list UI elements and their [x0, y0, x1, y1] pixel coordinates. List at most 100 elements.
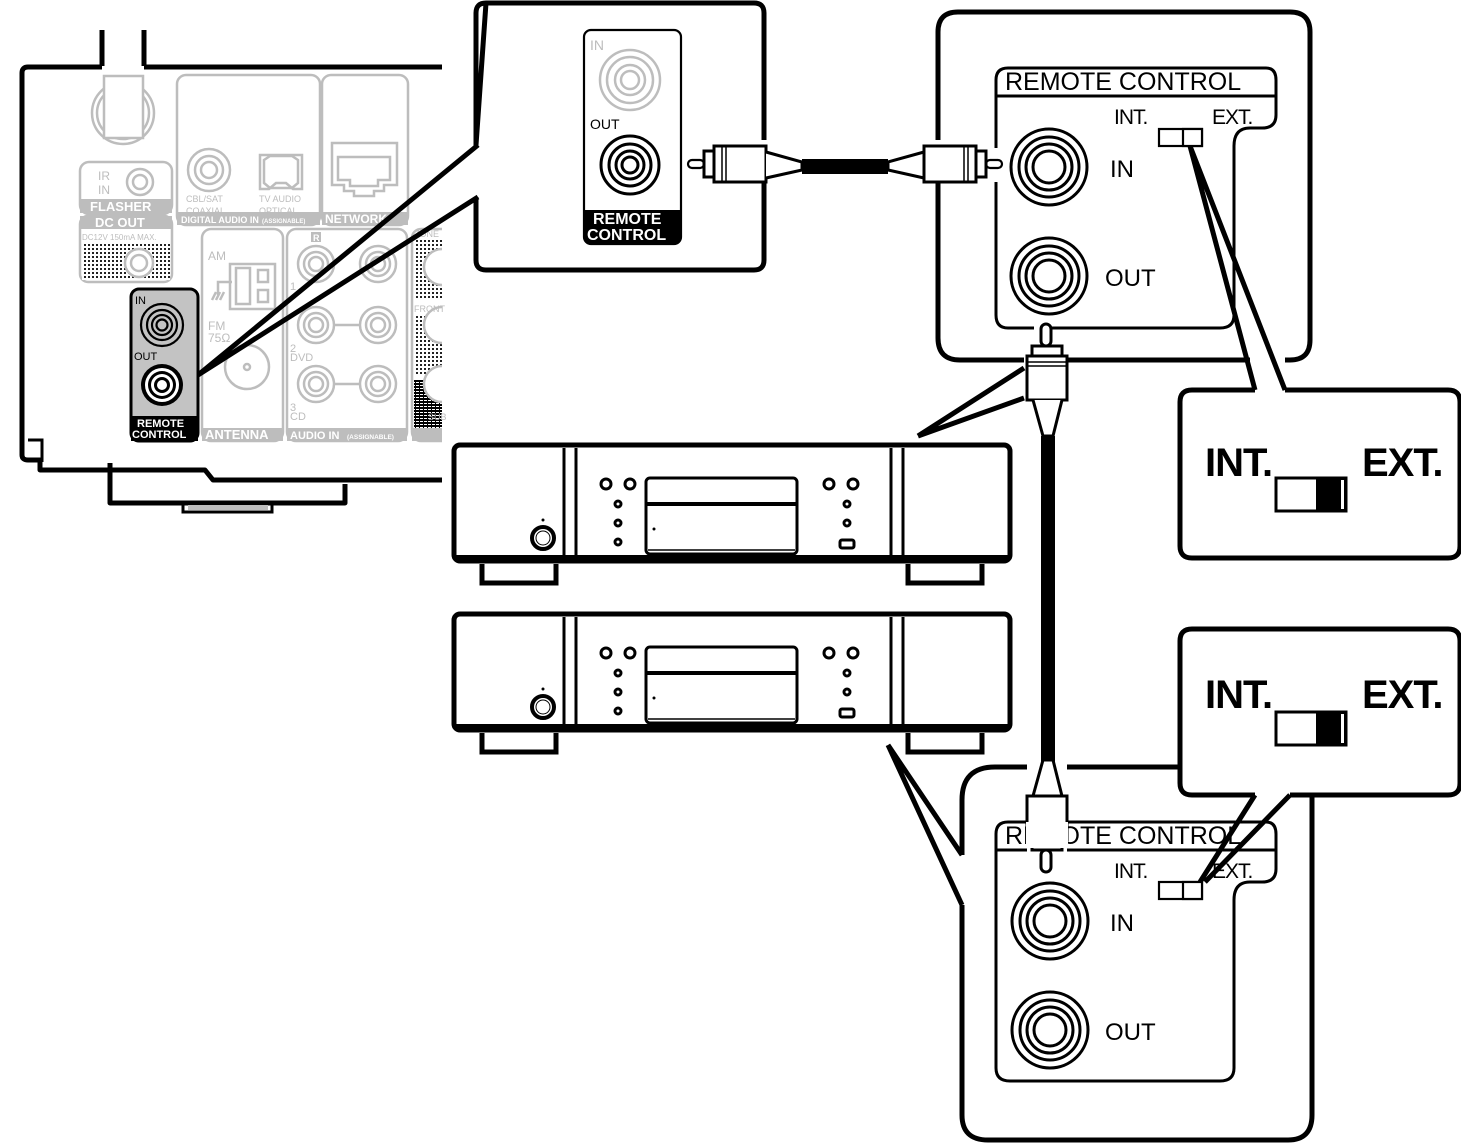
audio-in1-label: 1: [290, 281, 296, 293]
rca-cable-component1-to-component2: [1025, 322, 1069, 874]
device-display: [644, 645, 799, 725]
opt-type-label: OPTICAL: [259, 206, 298, 216]
rca-cable-receiver-to-component1: [686, 144, 1004, 184]
device-display: [644, 476, 799, 556]
ir-in-label: IN: [98, 183, 110, 197]
device-button: [822, 477, 836, 491]
component1-ext-label: EXT.: [1212, 106, 1252, 129]
device-button: [842, 499, 852, 509]
switch-callout-bottom-leader: [1197, 793, 1292, 884]
device-foot-right: [905, 733, 985, 755]
receiver-rear-panel: IR IN FLASHER DC OUT DC12V 150mA MAX. CB…: [19, 30, 480, 514]
switch-callout-bottom: INT. EXT.: [1177, 626, 1461, 884]
receiver-rc-in-label: IN: [135, 295, 146, 307]
flasher-label: FLASHER: [90, 199, 152, 214]
dc-out-label: DC OUT: [95, 215, 145, 230]
receiver-rc-out-label: OUT: [134, 351, 158, 363]
audio-in3-name: CD: [290, 411, 306, 423]
switch-callout-bottom-toggle[interactable]: [1274, 710, 1348, 747]
callout-in-label: IN: [590, 37, 604, 53]
receiver-rc-control-label: CONTROL: [132, 429, 187, 441]
receiver-chassis: [19, 64, 442, 483]
component1-switch[interactable]: [1157, 127, 1204, 148]
dc-spec-label: DC12V 150mA MAX.: [82, 233, 157, 242]
callout-control-label: CONTROL: [587, 227, 666, 244]
callout-out-jack: [599, 134, 661, 196]
device-button: [623, 477, 637, 491]
device-button: [842, 518, 852, 528]
component2-remote-panel: REMOTE CONTROL INT. EXT. IN OUT: [959, 764, 1315, 1143]
front-label: FRONT: [414, 304, 445, 314]
receiver-rc-out-jack: [141, 364, 183, 406]
receiver-rc-remote-label: REMOTE: [137, 418, 184, 430]
switch-callout-top-ext: EXT.: [1362, 441, 1442, 485]
receiver-callout-leader: [196, 143, 480, 378]
component-device-1[interactable]: [451, 442, 1013, 586]
switch-callout-top: INT. EXT.: [1177, 387, 1461, 561]
component2-in-jack: [1010, 881, 1090, 961]
receiver-rc-in-jack: [139, 302, 185, 348]
switch-callout-bottom-int: INT.: [1205, 673, 1272, 717]
digital-in-label: DIGITAL AUDIO IN: [181, 215, 259, 225]
audio-in2-name: DVD: [290, 352, 313, 364]
device-button: [846, 477, 860, 491]
device-button: [842, 668, 852, 678]
component2-switch[interactable]: [1157, 880, 1204, 901]
device-button: [613, 518, 623, 528]
audio-r-label: R: [313, 233, 320, 243]
opt-name-label: TV AUDIO: [259, 194, 301, 204]
component2-int-label: INT.: [1114, 860, 1147, 883]
receiver-callout: IN OUT REMOTE CONTROL: [473, 0, 767, 273]
component2-out-label: OUT: [1105, 1019, 1156, 1046]
audio-in3-num: 3: [290, 402, 296, 414]
device-button: [613, 499, 623, 509]
device-button: [599, 477, 613, 491]
sub-label: SUB: [428, 412, 447, 422]
coax-name-label: CBL/SAT: [186, 194, 223, 204]
receiver-remote-control-jacks: IN OUT REMOTE CONTROL: [129, 287, 200, 443]
coax-type-label: COAXIAL: [186, 206, 225, 216]
device-foot-right: [905, 564, 985, 586]
device-usb-port: [838, 538, 856, 550]
digital-assignable-label: (ASSIGNABLE): [262, 219, 305, 225]
device-button: [599, 646, 613, 660]
callout-remote-label: REMOTE: [593, 211, 662, 228]
antenna-rod: [99, 30, 147, 66]
component1-remote-panel: REMOTE CONTROL INT. EXT. IN OUT: [916, 9, 1313, 439]
component1-int-label: INT.: [1114, 106, 1147, 129]
device-button: [613, 706, 623, 716]
device-button: [623, 646, 637, 660]
component1-in-label: IN: [1110, 156, 1134, 183]
device-button: [822, 646, 836, 660]
component2-out-jack: [1010, 990, 1090, 1070]
component2-in-label: IN: [1110, 910, 1134, 937]
audio-in2-num: 2: [290, 343, 296, 355]
device-button: [613, 668, 623, 678]
component1-out-jack: [1009, 236, 1089, 316]
network-label: NETWORK: [325, 212, 387, 226]
audio-assignable-label: (ASSIGNABLE): [347, 434, 394, 441]
device-button: [842, 687, 852, 697]
callout-out-label: OUT: [590, 116, 620, 132]
component1-rc-title: REMOTE CONTROL: [1005, 68, 1241, 96]
switch-callout-top-toggle[interactable]: [1274, 476, 1348, 513]
component1-out-label: OUT: [1105, 265, 1156, 292]
device-button: [613, 537, 623, 547]
device-foot-left: [479, 733, 559, 755]
device-usb-port: [838, 707, 856, 719]
fm-ohm-label: 75Ω: [208, 331, 230, 345]
fm-label: FM: [208, 319, 225, 333]
antenna-label: ANTENNA: [205, 427, 269, 442]
ir-label: IR: [98, 169, 110, 183]
switch-callout-bottom-ext: EXT.: [1362, 673, 1442, 717]
switch-callout-top-int: INT.: [1205, 441, 1272, 485]
zone-label: ZONE: [414, 229, 439, 239]
component-device-2[interactable]: [451, 611, 1013, 755]
component2-callout-leader: [885, 743, 965, 907]
audio-in-label: AUDIO IN: [290, 430, 340, 442]
callout-in-jack: [598, 48, 662, 112]
device-button: [613, 687, 623, 697]
receiver-foot: [107, 463, 348, 506]
device-button: [846, 646, 860, 660]
